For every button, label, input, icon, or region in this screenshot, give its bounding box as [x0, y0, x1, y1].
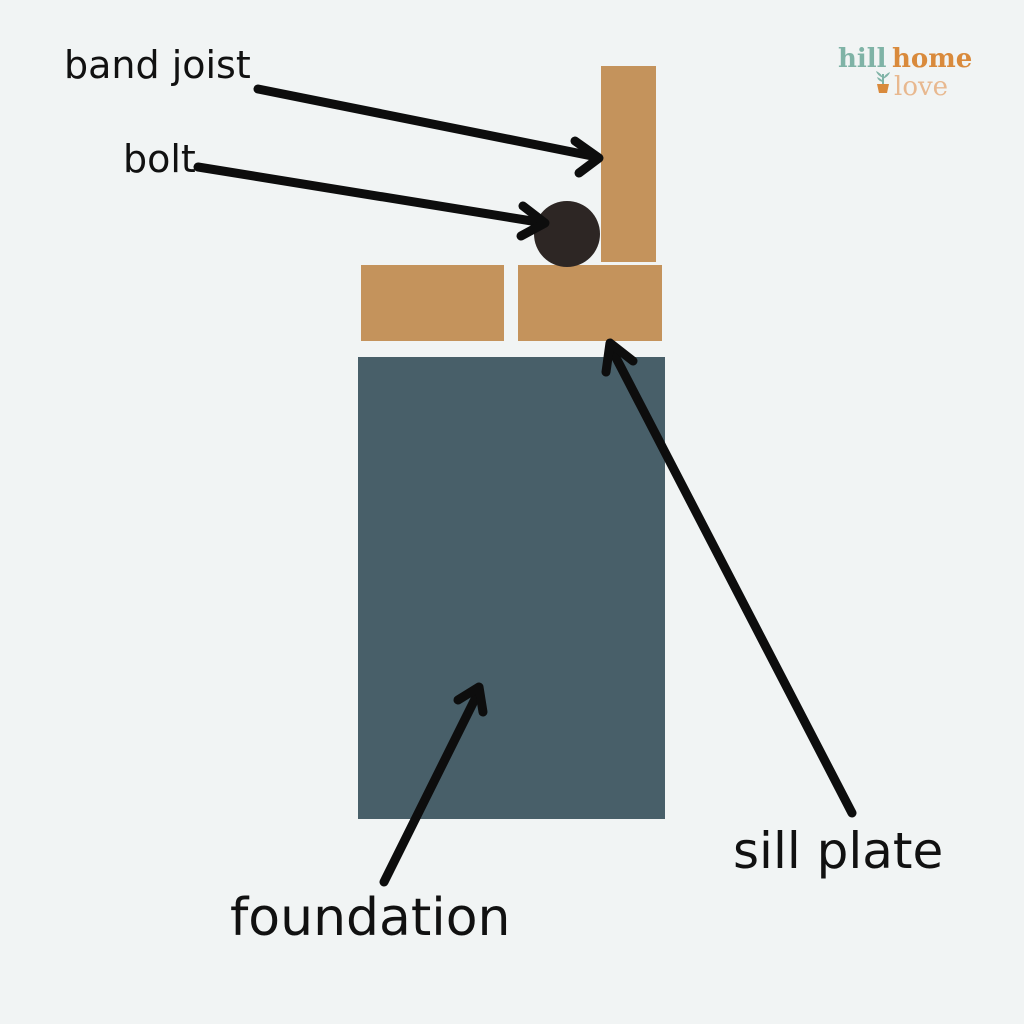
band-joist [601, 66, 656, 262]
label-bolt: bolt [123, 137, 196, 181]
label-sill-plate: sill plate [733, 822, 944, 880]
sill-plate-left [361, 265, 504, 341]
label-band-joist: band joist [64, 43, 251, 87]
sill-plate-right [518, 265, 662, 341]
brand-logo: hill home love [836, 44, 976, 104]
logo-word-home: home [892, 44, 973, 74]
bolt [534, 201, 600, 267]
potted-plant-icon [876, 71, 890, 93]
foundation-block [358, 357, 665, 819]
label-foundation: foundation [230, 888, 511, 948]
logo-word-love: love [894, 72, 949, 102]
logo-word-hill: hill [838, 44, 887, 74]
arrow-foundation [379, 682, 488, 887]
arrow-bolt [193, 162, 550, 241]
arrow-sill-plate [601, 338, 857, 818]
arrow-band-joist [253, 84, 604, 178]
